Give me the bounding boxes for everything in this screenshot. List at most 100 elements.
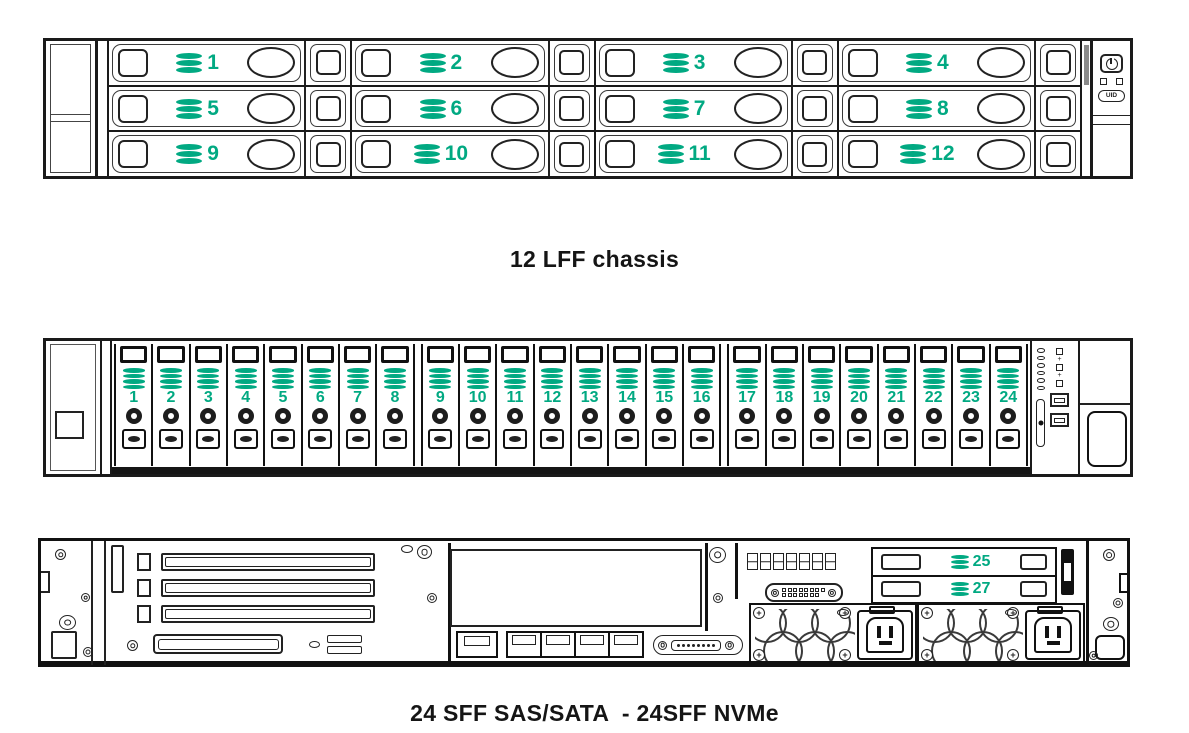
thumbscrew-icon bbox=[1103, 617, 1119, 631]
lff-drive-bay: 10 bbox=[352, 132, 596, 177]
disk-stack-icon bbox=[662, 52, 689, 73]
release-button bbox=[802, 96, 828, 121]
status-led-icon bbox=[1036, 378, 1045, 383]
drive-latch bbox=[847, 48, 878, 77]
bay-release bbox=[846, 429, 871, 450]
drive-handle bbox=[247, 47, 296, 79]
drive-handle bbox=[977, 138, 1025, 170]
screw-icon bbox=[1000, 408, 1017, 425]
lff-drive-bay: 6 bbox=[352, 86, 596, 131]
sff-drive-bay: 13 bbox=[569, 344, 608, 466]
uid-led-icon bbox=[1056, 380, 1063, 387]
power-led-icon bbox=[1056, 348, 1063, 355]
release-button bbox=[802, 50, 828, 76]
drive-handle bbox=[687, 346, 716, 363]
bay-number: 25 bbox=[972, 552, 991, 570]
release-button bbox=[315, 50, 341, 76]
screw-icon bbox=[506, 408, 523, 425]
bay-divider-cell bbox=[1034, 86, 1080, 131]
bay-number: 6 bbox=[315, 389, 325, 406]
blank-connector bbox=[1095, 635, 1125, 660]
sff-drive-bay: 17 bbox=[727, 344, 765, 466]
riser2-blank-area bbox=[450, 549, 702, 627]
bay-number: 7 bbox=[353, 389, 363, 406]
bay-release bbox=[428, 429, 453, 450]
drive-handle bbox=[733, 47, 782, 79]
screw-icon bbox=[656, 408, 673, 425]
led-column bbox=[1036, 348, 1045, 467]
bay-number: 1 bbox=[207, 50, 219, 74]
bay-number: 1 bbox=[129, 389, 139, 406]
drive-latch bbox=[604, 94, 635, 123]
usb-port-icon bbox=[327, 646, 362, 654]
bay-number: 13 bbox=[580, 389, 599, 406]
disk-stack-icon bbox=[810, 368, 833, 389]
disk-stack-icon bbox=[900, 144, 927, 165]
drive-handle bbox=[977, 47, 1025, 79]
bay-number: 3 bbox=[693, 50, 706, 74]
psu-fan-grille bbox=[755, 609, 855, 661]
sff-drive-bay: 22 bbox=[913, 344, 952, 466]
drive-latch bbox=[847, 140, 878, 169]
nic-4port bbox=[506, 631, 644, 658]
pcie-slot-2 bbox=[161, 579, 375, 597]
rear-drive-bays: 25 27 bbox=[871, 547, 1057, 604]
screw-icon bbox=[349, 408, 366, 425]
riser-guide bbox=[111, 545, 124, 593]
sff-drive-bay: 23 bbox=[951, 344, 989, 466]
bay-release bbox=[958, 429, 983, 450]
disk-stack-icon bbox=[885, 368, 908, 389]
bay-release bbox=[465, 429, 490, 450]
screw-icon bbox=[469, 408, 486, 425]
bay-number: 9 bbox=[435, 389, 445, 406]
drive-latch bbox=[361, 94, 392, 123]
bay-number: 9 bbox=[207, 142, 219, 166]
sff-drive-bay: 24 bbox=[988, 344, 1028, 466]
screw-icon bbox=[921, 607, 933, 619]
sff-drive-bay: 12 bbox=[532, 344, 570, 466]
chassis-rail bbox=[1080, 41, 1090, 176]
disk-stack-icon bbox=[271, 368, 294, 389]
drive-latch bbox=[604, 48, 635, 77]
front-control-panel: UID bbox=[1090, 41, 1130, 176]
release-button bbox=[559, 50, 584, 76]
power-button-icon bbox=[1100, 54, 1123, 73]
drive-handle bbox=[381, 346, 409, 363]
usb-port-icon bbox=[1050, 393, 1069, 407]
disk-stack-icon bbox=[736, 368, 758, 389]
disk-stack-icon bbox=[503, 368, 526, 389]
disk-stack-icon bbox=[176, 144, 203, 165]
bay-number: 14 bbox=[618, 389, 636, 406]
drive-handle bbox=[247, 138, 296, 170]
bay-number: 24 bbox=[999, 389, 1018, 406]
disk-stack-icon bbox=[346, 368, 369, 389]
rj45-port-icon bbox=[542, 633, 576, 656]
power-inlet bbox=[857, 610, 913, 660]
c14-socket-icon bbox=[866, 617, 904, 653]
disk-stack-icon bbox=[383, 368, 406, 389]
sff-drive-bay: 19 bbox=[802, 344, 840, 466]
sff-drive-bay: 18 bbox=[764, 344, 802, 466]
release-button bbox=[1045, 141, 1071, 167]
bay-release bbox=[196, 429, 221, 450]
disk-stack-icon bbox=[950, 582, 969, 597]
sff-drive-bay: 7 bbox=[337, 344, 376, 466]
bay-release bbox=[121, 429, 146, 450]
bay-release bbox=[345, 429, 370, 450]
drive-handle bbox=[538, 346, 567, 363]
disk-stack-icon bbox=[429, 368, 452, 389]
bay-number: 23 bbox=[962, 389, 980, 406]
bay-number: 5 bbox=[278, 389, 288, 406]
drive-latch bbox=[361, 48, 392, 77]
bay-divider-cell bbox=[790, 41, 837, 85]
lff-row-2: 5 6 7 bbox=[109, 86, 1080, 133]
sff-bay-group-3: 17 18 19 20 21 22 23 24 bbox=[727, 344, 1028, 466]
sff-drive-bay: 15 bbox=[644, 344, 682, 466]
drive-handle bbox=[490, 47, 539, 79]
sff-drive-bay: 16 bbox=[681, 344, 722, 466]
chassis-rear-view: 25 27 bbox=[38, 538, 1130, 667]
rj45-port-icon bbox=[610, 633, 642, 656]
psu-fan-grille bbox=[923, 609, 1023, 661]
bay-divider-cell bbox=[1034, 132, 1080, 177]
bay-number: 2 bbox=[450, 50, 463, 74]
